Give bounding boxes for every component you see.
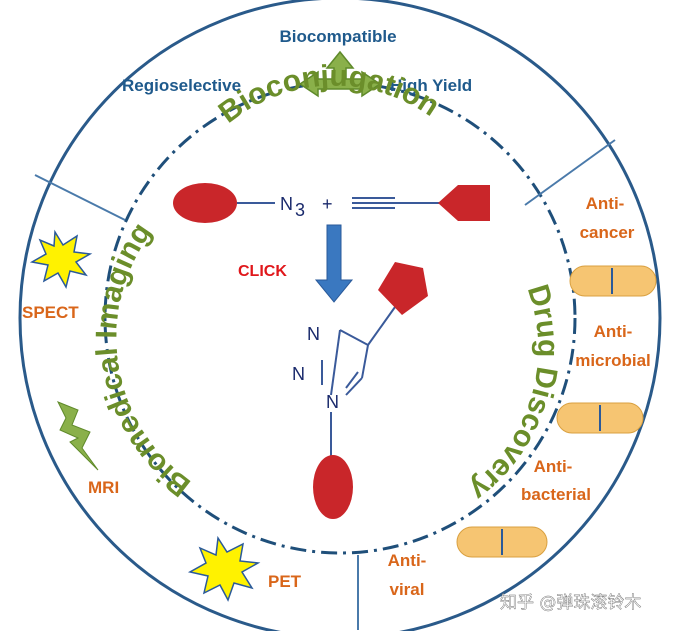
regioselective-label: Regioselective	[122, 76, 241, 95]
triazole-n3: N	[326, 392, 339, 412]
antiviral-label-1: Anti-	[388, 551, 427, 570]
alkyne-triple-bond	[352, 197, 440, 209]
triazole-ring	[321, 329, 370, 396]
antibacterial-label-1: Anti-	[534, 457, 573, 476]
red-pentagon-product	[378, 262, 428, 315]
pill-icon-anticancer	[569, 265, 657, 297]
red-pentagon-reactant	[438, 185, 490, 221]
plus-sign: +	[322, 194, 333, 214]
inner-dashed-circle	[103, 81, 577, 555]
high-yield-label: High Yield	[390, 76, 472, 95]
spect-label: SPECT	[22, 303, 79, 322]
antimicrobial-label-1: Anti-	[594, 322, 633, 341]
divider-right	[524, 139, 616, 206]
biomedical-imaging-arc-text: Biomedical Imaging	[90, 217, 196, 503]
click-label: CLICK	[238, 263, 287, 280]
divider-left	[34, 174, 126, 221]
anticancer-label-2: cancer	[580, 223, 635, 242]
click-arrow-icon	[314, 224, 354, 303]
antibacterial-label-2: bacterial	[521, 485, 591, 504]
triazole-n1: N	[307, 324, 320, 344]
spect-star-icon	[29, 229, 93, 289]
pet-label: PET	[268, 572, 302, 591]
bond-to-pentagon	[367, 299, 401, 346]
azide-symbol: N	[280, 194, 293, 214]
biocompatible-label: Biocompatible	[279, 27, 396, 46]
red-ellipse-product	[313, 455, 353, 519]
pill-icon-antibacterial	[456, 526, 548, 558]
three-way-arrow-icon	[298, 50, 382, 98]
azide-subscript: 3	[295, 200, 305, 220]
pill-icon-antimicrobial	[556, 402, 644, 434]
red-ellipse-reactant	[173, 183, 237, 223]
bioconjugation-arc-text: Bioconjugation	[213, 60, 446, 130]
antiviral-label-2: viral	[390, 580, 425, 599]
mri-lightning-icon	[56, 401, 99, 471]
triazole-n2: N	[292, 364, 305, 384]
antimicrobial-label-2: microbial	[575, 351, 651, 370]
watermark-text: 知乎 @弹珠滚铃木	[500, 593, 641, 613]
pet-star-icon	[187, 535, 261, 602]
anticancer-label-1: Anti-	[586, 194, 625, 213]
mri-label: MRI	[88, 478, 119, 497]
outer-circle	[18, 0, 662, 631]
